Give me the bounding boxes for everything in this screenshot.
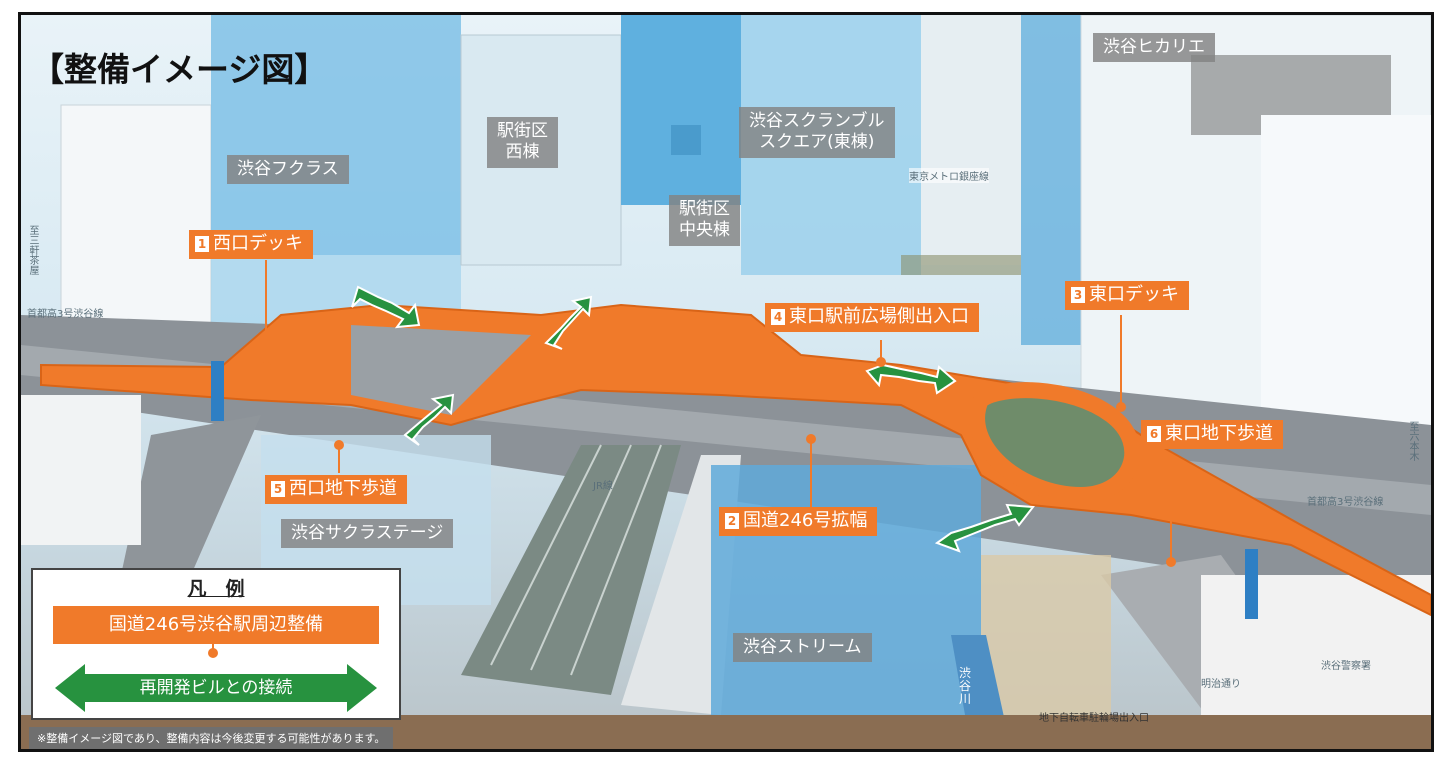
label-ekigai-center: 駅街区 中央棟 xyxy=(669,195,740,246)
callout-text: 西口デッキ xyxy=(213,233,303,254)
callout-number: 3 xyxy=(1071,287,1085,304)
callout-west-deck: 1 西口デッキ xyxy=(189,230,313,259)
callout-east-deck: 3 東口デッキ xyxy=(1065,281,1189,310)
label-hikarie: 渋谷ヒカリエ xyxy=(1093,33,1215,63)
label-scramble-square: 渋谷スクランブル スクエア(東棟) xyxy=(739,107,895,158)
legend-leader-line xyxy=(212,642,214,652)
label-stream: 渋谷ストリーム xyxy=(733,633,872,663)
label-fukuras: 渋谷フクラス xyxy=(227,155,349,185)
label-expressway-left: 首都高3号渋谷線 xyxy=(27,309,104,320)
legend-green-item: 再開発ビルとの接続 xyxy=(139,678,293,698)
label-shibuya-river: 渋 谷 川 xyxy=(959,666,972,707)
label-police-station: 渋谷警察署 xyxy=(1321,661,1371,672)
callout-number: 6 xyxy=(1147,426,1161,443)
legend-title: 凡 例 xyxy=(187,578,245,600)
double-arrow-icon xyxy=(55,664,377,712)
callout-number: 4 xyxy=(771,309,785,326)
page-title: 【整備イメージ図】 xyxy=(31,50,328,89)
callout-number: 2 xyxy=(725,513,739,530)
label-ekigai-west: 駅街区 西棟 xyxy=(487,117,558,168)
label-expressway-right: 首都高3号渋谷線 xyxy=(1307,497,1384,508)
label-meiji-dori: 明治通り xyxy=(1201,679,1241,690)
callout-number: 5 xyxy=(271,481,285,498)
callout-text: 東口地下歩道 xyxy=(1165,423,1273,444)
label-sakura-stage: 渋谷サクラステージ xyxy=(281,519,454,549)
label-metro-ginza: 東京メトロ銀座線 xyxy=(909,168,989,183)
callout-text: 東口デッキ xyxy=(1089,284,1179,305)
disclaimer-note: ※整備イメージ図であり、整備内容は今後変更する可能性があります。 xyxy=(29,727,394,749)
legend-orange-item: 国道246号渋谷駅周辺整備 xyxy=(53,606,379,644)
callout-text: 国道246号拡幅 xyxy=(743,510,868,531)
legend-leader-dot xyxy=(208,648,218,658)
callout-number: 1 xyxy=(195,236,209,253)
legend: 凡 例 国道246号渋谷駅周辺整備 再開発ビルとの接続 xyxy=(31,568,401,720)
callout-route246-widening: 2 国道246号拡幅 xyxy=(719,507,878,536)
diagram-frame: 【整備イメージ図】 渋谷ヒカリエ 駅街区 西棟 渋谷スクランブル スクエア(東棟… xyxy=(18,12,1434,752)
label-to-sangenjaya: 至三軒茶屋 xyxy=(27,225,38,275)
label-bicycle-parking: 地下自転車駐輪場出入口 xyxy=(1039,713,1149,724)
label-to-roppongi: 至六本木 xyxy=(1407,421,1418,461)
callout-text: 西口地下歩道 xyxy=(289,478,397,499)
callout-east-plaza-entrance: 4 東口駅前広場側出入口 xyxy=(765,303,979,332)
callout-west-underpass: 5 西口地下歩道 xyxy=(265,475,407,504)
label-jr-line: JR線 xyxy=(593,481,613,492)
callout-text: 東口駅前広場側出入口 xyxy=(789,306,969,327)
callout-east-underpass: 6 東口地下歩道 xyxy=(1141,420,1283,449)
scene-illustration xyxy=(21,15,1431,749)
